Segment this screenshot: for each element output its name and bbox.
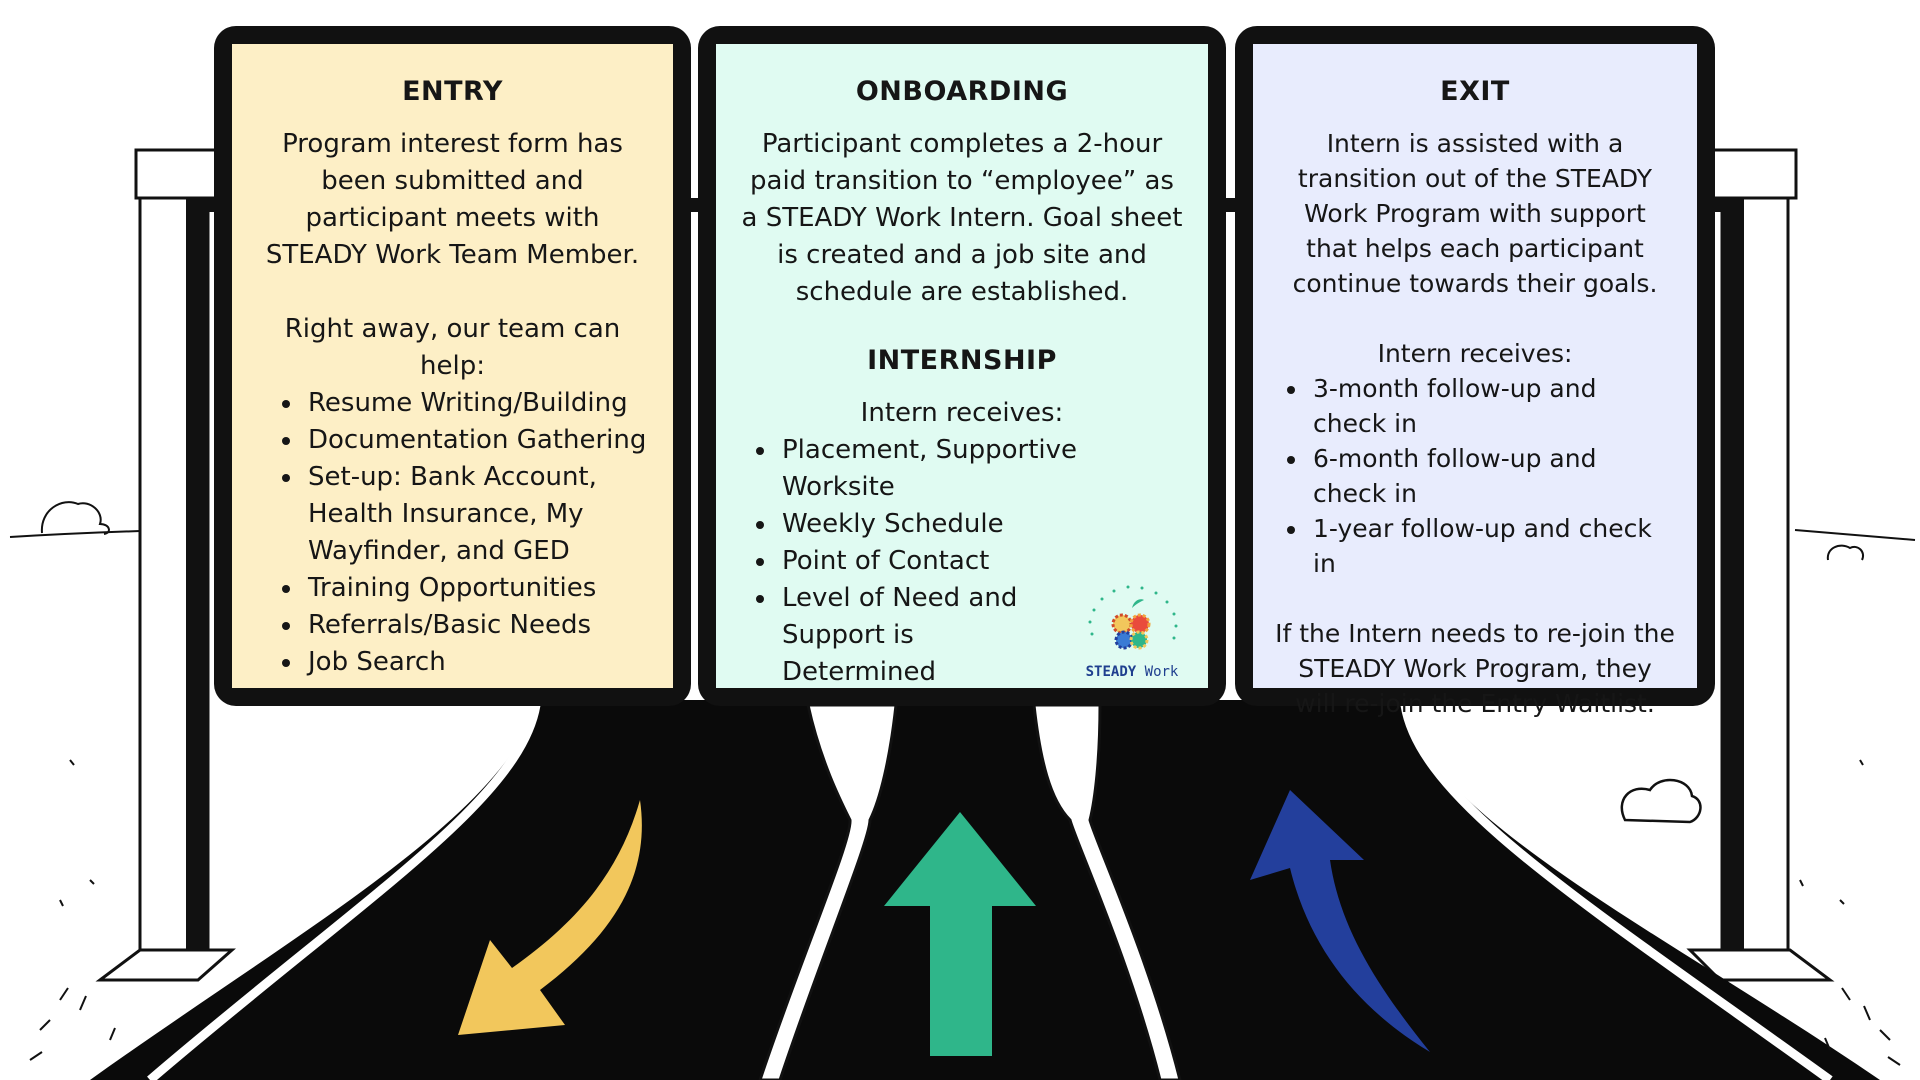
onboarding-text: Participant completes a 2-hour paid tran… bbox=[741, 129, 1183, 307]
list-item: 6-month follow-up and check in bbox=[1309, 441, 1675, 511]
steady-work-logo: STEADY Work bbox=[1072, 574, 1192, 682]
exit-sign: EXIT Intern is assisted with a transitio… bbox=[1235, 26, 1715, 718]
bush-right-small bbox=[1826, 544, 1864, 561]
list-item: Documentation Gathering bbox=[304, 422, 651, 459]
logo-word-steady: STEADY bbox=[1085, 664, 1137, 680]
exit-rejoin-text: If the Intern needs to re-join the STEAD… bbox=[1275, 619, 1675, 718]
lane-right bbox=[1032, 703, 1182, 1080]
onboarding-arrow bbox=[884, 812, 1036, 1056]
onboarding-sign: ONBOARDING Participant completes a 2-hou… bbox=[698, 26, 1226, 706]
exit-text: Intern is assisted with a transition out… bbox=[1292, 129, 1658, 298]
lane-left bbox=[758, 703, 898, 1080]
list-item: 3-month follow-up and check in bbox=[1309, 371, 1675, 441]
exit-list: 3-month follow-up and check in 6-month f… bbox=[1275, 371, 1675, 581]
exit-arrow bbox=[1250, 790, 1430, 1052]
horizon-left bbox=[9, 530, 141, 538]
onboarding-title: ONBOARDING bbox=[855, 76, 1069, 107]
internship-receives-heading: Intern receives: bbox=[860, 398, 1064, 428]
list-item: Level of Need and Support is Determined bbox=[778, 580, 1076, 691]
logo-word-work: Work bbox=[1144, 664, 1179, 680]
apple-gears-icon bbox=[1088, 585, 1178, 650]
right-post bbox=[1686, 148, 1835, 982]
entry-intro: Program interest form has been submitted… bbox=[265, 129, 640, 270]
internship-list: Placement, Supportive Worksite Weekly Sc… bbox=[738, 432, 1186, 691]
exit-receives-heading: Intern receives: bbox=[1377, 339, 1573, 368]
bush-right bbox=[1620, 778, 1702, 824]
entry-sign: ENTRY Program interest form has been sub… bbox=[214, 26, 691, 706]
list-item: Weekly Schedule bbox=[778, 506, 1036, 543]
list-item: Job Search bbox=[304, 644, 651, 681]
entry-panel: ENTRY Program interest form has been sub… bbox=[232, 44, 673, 688]
entry-title: ENTRY bbox=[402, 76, 503, 107]
list-item: Placement, Supportive Worksite bbox=[778, 432, 1186, 506]
list-item: Point of Contact bbox=[778, 543, 1036, 580]
onboarding-panel: ONBOARDING Participant completes a 2-hou… bbox=[716, 44, 1208, 688]
road-edge-left bbox=[147, 704, 541, 1080]
exit-panel: EXIT Intern is assisted with a transitio… bbox=[1253, 44, 1697, 718]
entry-arrow bbox=[458, 800, 642, 1035]
exit-title: EXIT bbox=[1440, 76, 1510, 107]
list-item: Resume Writing/Building bbox=[304, 385, 651, 422]
list-item: 1-year follow-up and check in bbox=[1309, 511, 1675, 581]
list-item: Referrals/Basic Needs bbox=[304, 607, 651, 644]
list-item: Set-up: Bank Account, Health Insurance, … bbox=[304, 459, 651, 570]
logo-wordmark: STEADY Work bbox=[1072, 664, 1192, 680]
list-item: Training Opportunities bbox=[304, 570, 651, 607]
horizon-right bbox=[1794, 529, 1916, 541]
entry-help-heading: Right away, our team can help: bbox=[284, 314, 621, 381]
grass-marks bbox=[29, 759, 1901, 1066]
internship-title: INTERNSHIP bbox=[867, 345, 1057, 376]
left-post bbox=[95, 148, 236, 982]
road-edge-right bbox=[1400, 704, 1833, 1080]
entry-help-list: Resume Writing/Building Documentation Ga… bbox=[254, 385, 651, 681]
bush-left bbox=[40, 501, 110, 535]
